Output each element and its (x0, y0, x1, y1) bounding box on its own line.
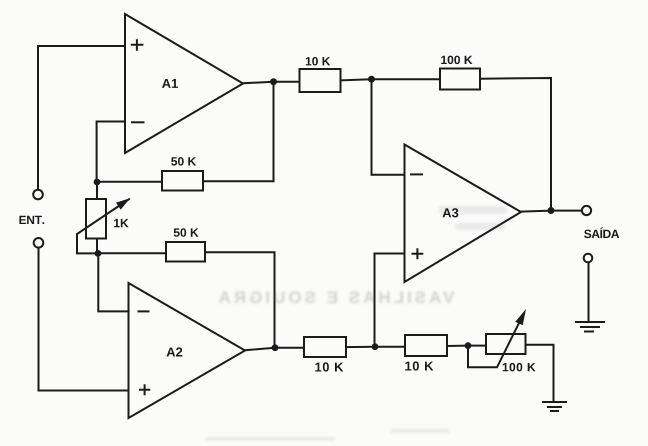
svg-text:VASILHAS E SOUIGRA: VASILHAS E SOUIGRA (216, 288, 455, 307)
